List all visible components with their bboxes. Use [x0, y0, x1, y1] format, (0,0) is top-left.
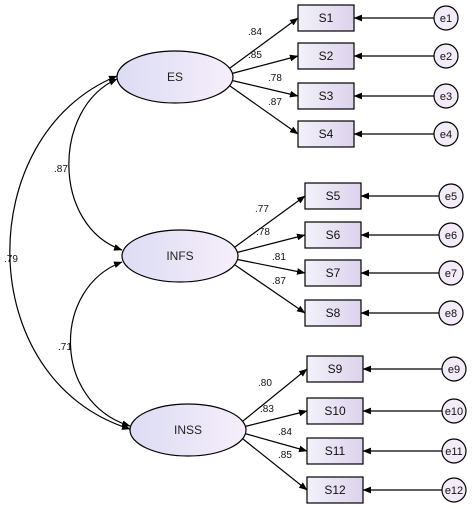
path-arrows [229, 14, 442, 494]
indicator-s10-box [306, 397, 364, 425]
error-e6-label: e6 [445, 230, 457, 242]
indicator-s8-box [304, 299, 362, 327]
indicator-s11-label: S11 [325, 444, 346, 458]
loading-arrow-s8 [234, 264, 306, 314]
error-e9-label: e9 [448, 364, 460, 376]
loading-label-s7: .81 [272, 252, 286, 263]
error-e1-circle [433, 5, 459, 31]
loading-label-s2: .85 [248, 50, 262, 61]
error-e9-circle [441, 356, 467, 382]
error-e7-label: e7 [445, 268, 457, 280]
indicator-s5-box [304, 182, 362, 210]
error-e7-circle [438, 260, 464, 286]
loading-arrow-s6 [234, 233, 306, 254]
error-e4-label: e4 [440, 129, 452, 141]
indicator-s4-label: S4 [319, 127, 334, 141]
loading-arrow-s11 [242, 432, 308, 453]
loading-label-s10: .83 [260, 404, 274, 415]
indicator-s1-label: S1 [319, 11, 334, 25]
error-e12-circle [441, 477, 467, 503]
error-e11-circle [441, 438, 467, 464]
error-e5-circle [438, 183, 464, 209]
correlation-es-infs [68, 78, 123, 251]
error-e6-circle [438, 222, 464, 248]
error-e2-label: e2 [440, 51, 452, 63]
indicator-s1-box [297, 4, 355, 32]
error-e5-label: e5 [445, 191, 457, 203]
loading-arrow-s4 [229, 85, 299, 135]
latent-infs-ellipse [121, 229, 239, 283]
loading-label-s6: .78 [256, 227, 270, 238]
loading-arrow-s9 [242, 368, 308, 422]
indicator-s9-label: S9 [328, 362, 343, 376]
loading-label-s11: .84 [278, 427, 292, 438]
latent-inss-label: INSS [174, 423, 202, 437]
indicator-s5-label: S5 [326, 189, 341, 203]
indicator-s11-box [306, 437, 364, 465]
loading-label-s12: .85 [278, 450, 292, 461]
correlation-es-inss [9, 75, 131, 430]
loading-label-s9: .80 [258, 378, 272, 389]
error-e8-label: e8 [445, 308, 457, 320]
correlation-label-es-inss: .79 [4, 254, 18, 265]
correlation-infs-inss [69, 261, 131, 427]
loading-label-s5: .77 [255, 204, 269, 215]
loading-label-s4: .87 [268, 97, 282, 108]
latent-es-ellipse [116, 50, 234, 104]
indicator-s12-box [306, 476, 364, 504]
indicator-s8-label: S8 [326, 306, 341, 320]
loading-arrow-s2 [229, 54, 299, 75]
error-e10-label: e10 [445, 406, 463, 418]
loading-arrow-s1 [229, 17, 299, 69]
indicator-s2-box [297, 42, 355, 70]
indicator-s4-box [297, 120, 355, 148]
error-e10-circle [441, 398, 467, 424]
indicator-s6-box [304, 221, 362, 249]
latent-es-label: ES [167, 70, 183, 84]
indicator-s3-label: S3 [319, 89, 334, 103]
error-e11-label: e11 [445, 446, 463, 458]
loading-arrow-s12 [242, 438, 308, 491]
indicator-s7-box [304, 259, 362, 287]
error-e2-circle [433, 43, 459, 69]
indicator-s9-box [306, 355, 364, 383]
error-e3-label: e3 [440, 91, 452, 103]
loading-label-s3: .78 [268, 73, 282, 84]
loading-arrow-s3 [229, 79, 299, 98]
latent-infs-label: INFS [166, 249, 193, 263]
indicator-s6-label: S6 [326, 228, 341, 242]
correlation-label-es-infs: .87 [54, 164, 68, 175]
error-e12-label: e12 [445, 485, 463, 497]
loading-label-s8: .87 [272, 276, 286, 287]
indicator-s12-label: S12 [324, 483, 346, 497]
indicator-s7-label: S7 [326, 266, 341, 280]
loading-arrow-s5 [234, 195, 306, 248]
error-e4-circle [433, 121, 459, 147]
error-e8-circle [438, 300, 464, 326]
correlation-label-infs-inss: .71 [58, 342, 72, 353]
loading-arrow-s10 [242, 409, 308, 428]
loading-arrow-s7 [234, 258, 306, 275]
loading-label-s1: .84 [248, 27, 262, 38]
error-e1-label: e1 [440, 13, 452, 25]
latent-inss-ellipse [129, 403, 247, 457]
indicator-s2-label: S2 [319, 49, 334, 63]
correlations: .87 .71 .79 [4, 75, 131, 430]
indicator-s3-box [297, 82, 355, 110]
error-e3-circle [433, 83, 459, 109]
indicator-s10-label: S10 [324, 404, 346, 418]
